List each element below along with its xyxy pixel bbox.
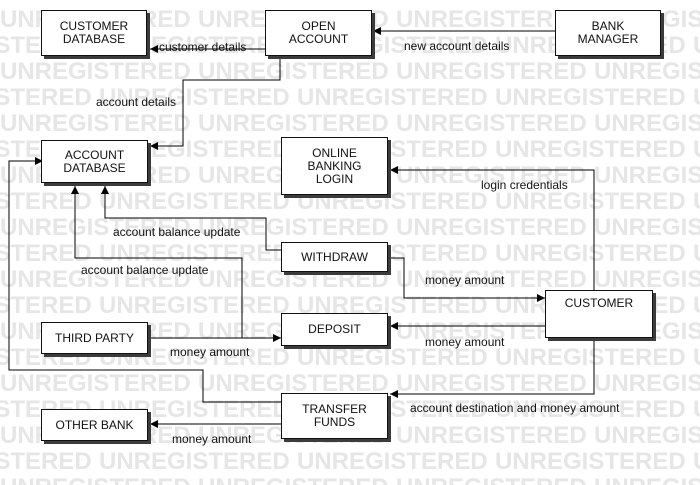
- online-banking-login-node[interactable]: ONLINE BANKING LOGIN: [281, 137, 388, 195]
- label-money-amount-third-party: money amount: [170, 345, 250, 359]
- label-account-destination: account destination and money amount: [410, 401, 620, 415]
- transfer-funds-node[interactable]: TRANSFER FUNDS: [281, 393, 388, 439]
- edge-transfer-to-account-database: [8, 157, 281, 403]
- customer-node[interactable]: CUSTOMER: [545, 290, 653, 338]
- edge-account-balance-update-deposit: [71, 186, 281, 339]
- label-account-balance-update-deposit: account balance update: [81, 263, 209, 277]
- edge-account-balance-update-withdraw: [101, 186, 281, 251]
- edge-account-details: [150, 56, 281, 150]
- label-account-details: account details: [96, 95, 177, 109]
- label-login-credentials: login credentials: [481, 178, 568, 192]
- label-money-amount-other-bank: money amount: [172, 432, 252, 446]
- other-bank-node[interactable]: OTHER BANK: [41, 409, 148, 441]
- customer-database-node[interactable]: CUSTOMER DATABASE: [41, 10, 147, 56]
- label-new-account-details: new account details: [404, 39, 510, 53]
- edge-login-credentials: [390, 166, 595, 290]
- withdraw-node[interactable]: WITHDRAW: [281, 242, 388, 272]
- open-account-node[interactable]: OPEN ACCOUNT: [265, 10, 372, 56]
- label-account-balance-update-withdraw: account balance update: [113, 225, 241, 239]
- label-customer-details: customer details: [159, 40, 247, 54]
- label-money-amount-deposit: money amount: [425, 335, 505, 349]
- bank-manager-node[interactable]: BANK MANAGER: [555, 10, 661, 56]
- deposit-node[interactable]: DEPOSIT: [281, 313, 388, 346]
- third-party-node[interactable]: THIRD PARTY: [41, 322, 148, 354]
- label-money-amount-withdraw: money amount: [425, 273, 505, 287]
- edge-money-amount-withdraw: [390, 257, 545, 302]
- edge-account-destination: [390, 338, 595, 398]
- account-database-node[interactable]: ACCOUNT DATABASE: [41, 140, 148, 183]
